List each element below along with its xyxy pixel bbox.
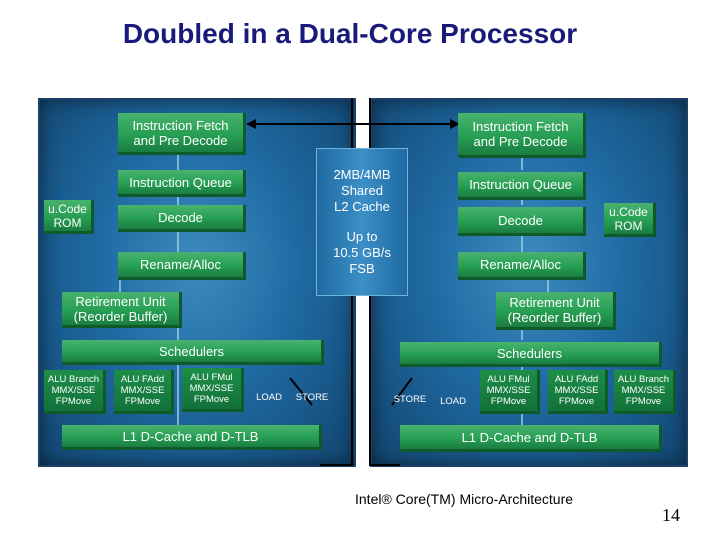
left-store-unit: STORE bbox=[295, 391, 329, 403]
right-alu-branch: ALU Branch MMX/SSE FPMove bbox=[614, 370, 676, 414]
right-store-unit: STORE bbox=[393, 393, 427, 405]
right-schedulers: Schedulers bbox=[400, 342, 662, 367]
architecture-caption: Intel® Core(TM) Micro-Architecture bbox=[355, 491, 574, 507]
right-instruction-fetch: Instruction Fetch and Pre Decode bbox=[458, 113, 586, 158]
page-number: 14 bbox=[662, 505, 680, 525]
left-retirement-unit: Retirement Unit (Reorder Buffer) bbox=[62, 292, 182, 328]
left-ucode-rom: u.Code ROM bbox=[44, 200, 94, 234]
right-instruction-queue: Instruction Queue bbox=[458, 172, 586, 200]
right-alu-fadd: ALU FAdd MMX/SSE FPMove bbox=[548, 370, 608, 414]
left-l1-cache: L1 D-Cache and D-TLB bbox=[62, 425, 322, 450]
left-alu-fadd: ALU FAdd MMX/SSE FPMove bbox=[114, 370, 174, 414]
right-rename-alloc: Rename/Alloc bbox=[458, 252, 586, 280]
shared-l2-cache-fsb: 2MB/4MB Shared L2 Cache Up to 10.5 GB/s … bbox=[316, 148, 408, 296]
left-schedulers: Schedulers bbox=[62, 340, 324, 365]
right-l1-cache: L1 D-Cache and D-TLB bbox=[400, 425, 662, 452]
left-instruction-fetch: Instruction Fetch and Pre Decode bbox=[118, 113, 246, 155]
slide-title: Doubled in a Dual-Core Processor bbox=[122, 18, 578, 49]
left-alu-branch: ALU Branch MMX/SSE FPMove bbox=[44, 370, 106, 414]
l2-cache-label: 2MB/4MB Shared L2 Cache bbox=[333, 167, 391, 214]
fsb-label: Up to 10.5 GB/s FSB bbox=[333, 229, 391, 276]
left-load-unit: LOAD bbox=[256, 391, 282, 403]
left-rename-alloc: Rename/Alloc bbox=[118, 252, 246, 280]
left-alu-fmul: ALU FMul MMX/SSE FPMove bbox=[182, 368, 244, 412]
left-instruction-queue: Instruction Queue bbox=[118, 170, 246, 197]
right-retirement-unit: Retirement Unit (Reorder Buffer) bbox=[496, 292, 616, 330]
left-decode: Decode bbox=[118, 205, 246, 232]
right-alu-fmul: ALU FMul MMX/SSE FPMove bbox=[480, 370, 540, 414]
right-decode: Decode bbox=[458, 207, 586, 236]
right-ucode-rom: u.Code ROM bbox=[604, 203, 656, 237]
right-load-unit: LOAD bbox=[440, 395, 466, 407]
